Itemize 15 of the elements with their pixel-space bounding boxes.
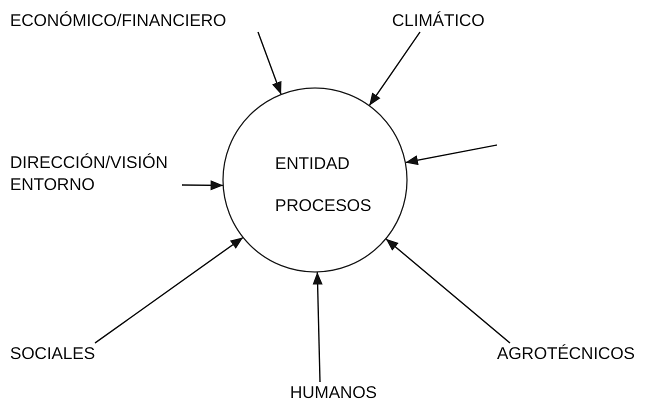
arrow	[182, 180, 224, 190]
arrow	[405, 144, 498, 166]
arrow	[94, 236, 244, 344]
factor-label: CLIMÁTICO	[392, 10, 485, 32]
node-label: PROCESOS	[275, 195, 372, 217]
arrow	[312, 272, 323, 382]
factor-label: ECONÓMICO/FINANCIERO	[10, 10, 272, 32]
factor-label: DIRECCIÓN/VISIÓN ENTORNO	[10, 152, 182, 196]
arrow	[257, 32, 282, 95]
factor-label: AGROTÉCNICOS	[497, 343, 635, 365]
arrow	[385, 238, 510, 344]
factor-label: SOCIALES	[10, 343, 96, 365]
arrow	[368, 32, 421, 106]
node-label: ENTIDAD	[275, 153, 350, 175]
factor-label: HUMANOS	[290, 382, 377, 404]
